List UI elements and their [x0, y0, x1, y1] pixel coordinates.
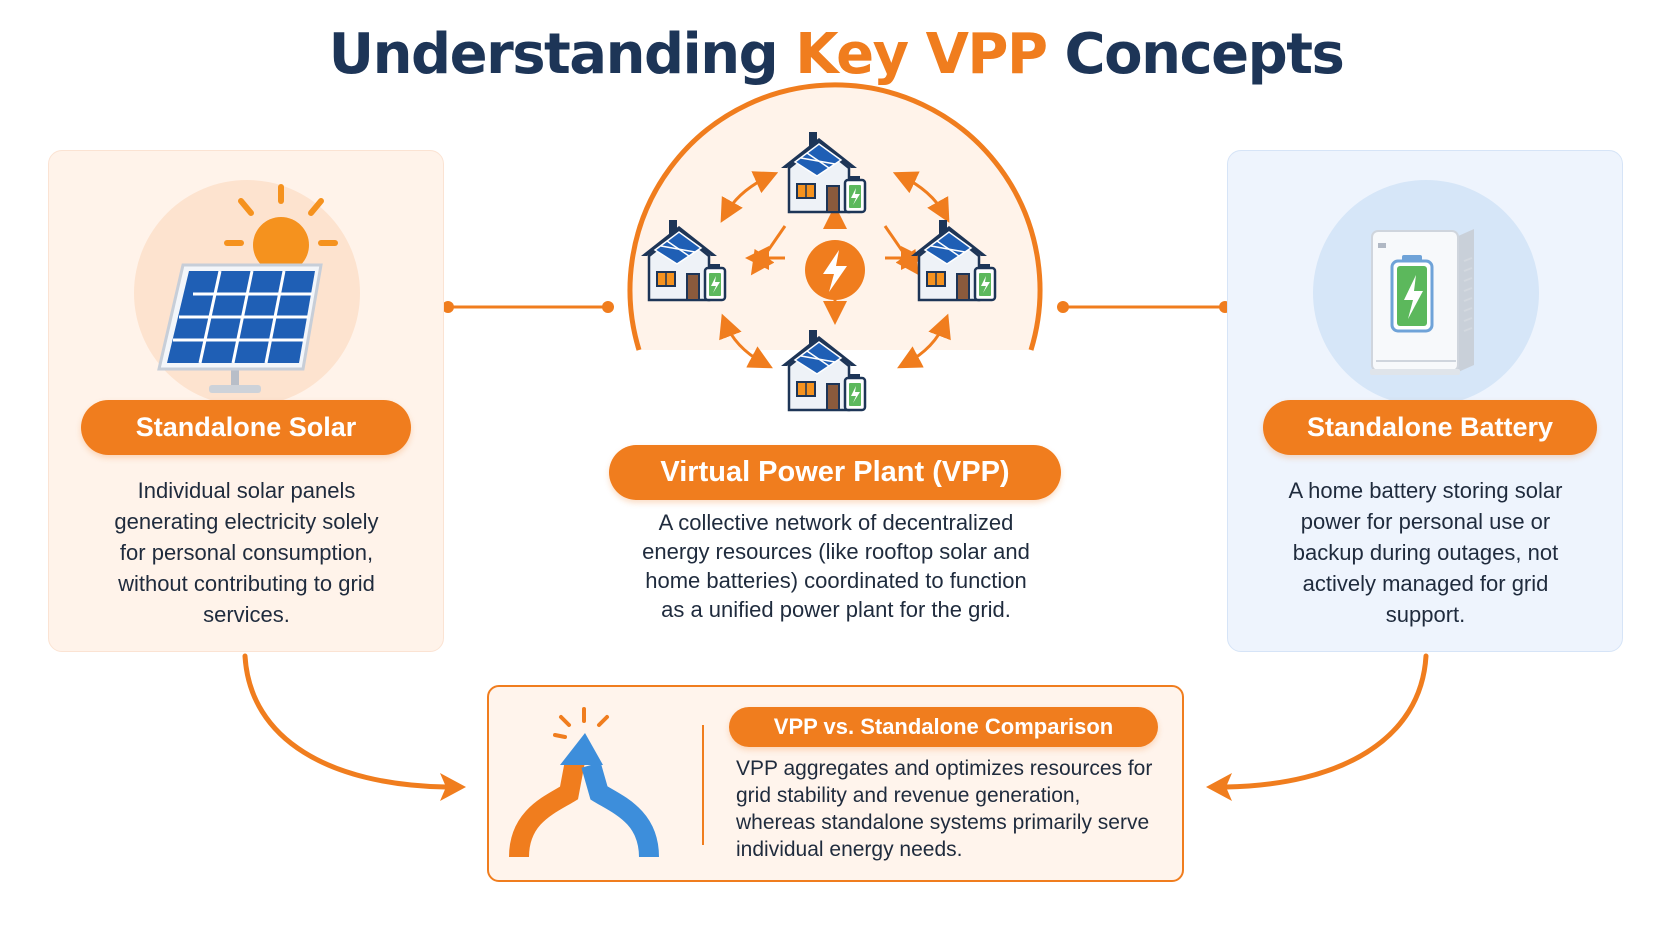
comparison-description: VPP aggregates and optimizes resources f…: [736, 757, 1153, 861]
standalone-solar-description: Individual solar panels generating elect…: [114, 478, 379, 627]
vpp-to-battery-connector: [1057, 301, 1231, 313]
merging-arrows-icon: [509, 707, 659, 858]
vpp-network-diagram: [627, 82, 1043, 412]
title-part-2: Concepts: [1046, 22, 1345, 87]
vpp-label: Virtual Power Plant (VPP): [609, 445, 1061, 500]
title-accent: Key VPP: [795, 22, 1048, 87]
standalone-solar-label: Standalone Solar: [81, 400, 411, 455]
comparison-label: VPP vs. Standalone Comparison: [729, 707, 1158, 747]
comparison-divider: [702, 725, 704, 845]
battery-to-comparison-arrow: [1223, 653, 1429, 790]
comparison-box: VPP vs. Standalone Comparison VPP aggreg…: [487, 685, 1184, 882]
title-part-1: Understanding: [328, 22, 796, 87]
standalone-solar-card: Standalone Solar Individual solar panels…: [48, 150, 444, 652]
solar-panel-icon: [134, 180, 360, 406]
home-battery-icon: [1313, 180, 1539, 406]
solar-arrowhead: [440, 773, 466, 801]
battery-arrowhead: [1206, 773, 1232, 801]
standalone-battery-label: Standalone Battery: [1263, 400, 1597, 455]
solar-to-vpp-connector: [442, 301, 614, 313]
standalone-battery-description: A home battery storing solar power for p…: [1288, 478, 1563, 627]
vpp-description: A collective network of decentralized en…: [642, 510, 1030, 622]
standalone-battery-card: Standalone Battery A home battery storin…: [1227, 150, 1623, 652]
page-title: Understanding Key VPP Concepts: [0, 22, 1672, 87]
solar-to-comparison-arrow: [242, 653, 449, 790]
